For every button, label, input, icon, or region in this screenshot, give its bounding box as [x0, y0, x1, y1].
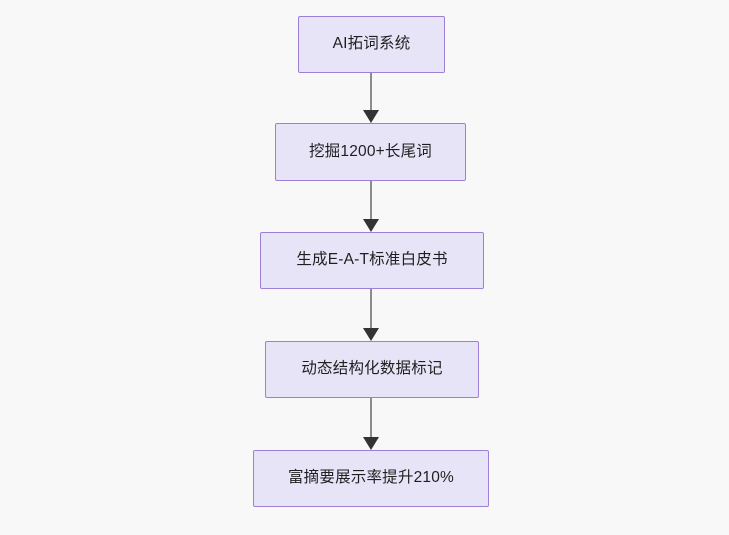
- flowchart-node-label: 富摘要展示率提升210%: [287, 469, 455, 487]
- arrowhead-n2-n3: [363, 219, 379, 232]
- flowchart-node-label: AI拓词系统: [332, 35, 411, 53]
- flowchart-node-label: 动态结构化数据标记: [301, 360, 443, 378]
- arrowhead-n1-n2: [363, 110, 379, 123]
- arrowhead-n4-n5: [363, 437, 379, 450]
- flowchart-node-label: 挖掘1200+长尾词: [308, 142, 433, 160]
- flowchart-node-ai-keyword-system[interactable]: AI拓词系统: [298, 16, 445, 73]
- flowchart-node-generate-eat-whitepaper[interactable]: 生成E-A-T标准白皮书: [260, 232, 484, 289]
- arrowhead-n3-n4: [363, 328, 379, 341]
- flowchart-node-dynamic-structured-data[interactable]: 动态结构化数据标记: [265, 341, 479, 398]
- flowchart-node-label: 生成E-A-T标准白皮书: [296, 251, 448, 269]
- flowchart-node-mine-longtail-keywords[interactable]: 挖掘1200+长尾词: [275, 123, 466, 181]
- flowchart-node-rich-snippet-uplift[interactable]: 富摘要展示率提升210%: [253, 450, 489, 507]
